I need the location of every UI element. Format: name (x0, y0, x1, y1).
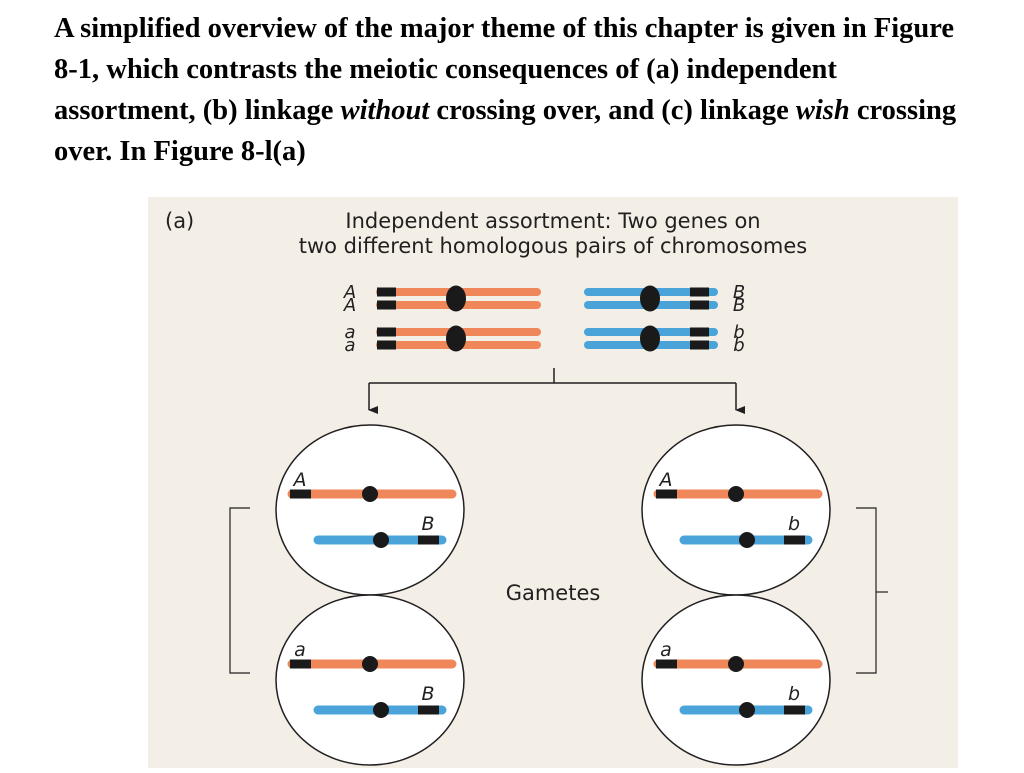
gamete-allele-bottom: b (788, 513, 800, 535)
centromere (728, 656, 744, 672)
gamete-allele-bottom: b (788, 683, 800, 705)
centromere (640, 285, 660, 312)
gametes-label: Gametes (506, 581, 601, 605)
centromere (739, 532, 755, 548)
allele-marker (690, 340, 709, 350)
allele-marker (377, 300, 396, 310)
allele-marker (784, 535, 805, 545)
centromere (373, 702, 389, 718)
intro-emphasis-wish: wish (795, 95, 850, 126)
allele-marker (656, 489, 677, 499)
panel-label: (a) (165, 209, 194, 233)
allele-marker (290, 659, 311, 669)
intro-emphasis-without: without (340, 95, 430, 126)
figure-title-line-2: two different homologous pairs of chromo… (299, 234, 808, 258)
figure-diagram: (a) Independent assortment: Two genes on… (165, 209, 888, 766)
allele-marker (377, 287, 396, 297)
cell-membrane (641, 424, 831, 596)
centromere (446, 325, 466, 352)
cell-membrane (275, 594, 465, 766)
gamete-cell-3: aB (275, 594, 465, 766)
gamete-cell-2: Ab (641, 424, 831, 596)
gamete-allele-top: a (294, 639, 306, 661)
gamete-allele-bottom: B (421, 513, 434, 535)
allele-label-left: a (344, 335, 355, 356)
bracket-left (229, 507, 250, 674)
figure-title-line-1: Independent assortment: Two genes on (345, 209, 760, 233)
centromere (373, 532, 389, 548)
allele-label-left: A (343, 295, 356, 316)
centromere (362, 486, 378, 502)
gamete-allele-top: A (658, 469, 673, 491)
allele-marker (377, 327, 396, 337)
intro-text-2: crossing over, and (c) linkage (429, 95, 796, 126)
intro-text-3: crossing over. In Figure 8-l(a) (54, 95, 957, 167)
intro-text-1: A simplified overview of the major theme… (54, 13, 955, 126)
gamete-allele-bottom: B (421, 683, 434, 705)
cell-membrane (275, 424, 465, 596)
allele-marker (690, 300, 709, 310)
allele-marker (377, 340, 396, 350)
allele-marker (418, 705, 439, 715)
gamete-allele-top: A (292, 469, 307, 491)
allele-label-left: a (344, 322, 355, 343)
gamete-cell-1: AB (275, 424, 465, 596)
allele-marker (784, 705, 805, 715)
centromere (362, 656, 378, 672)
centromere (640, 325, 660, 352)
allele-label-right: b (733, 322, 744, 343)
gamete-allele-top: a (660, 639, 672, 661)
centromere (728, 486, 744, 502)
figure-panel: (a) Independent assortment: Two genes on… (148, 197, 958, 768)
allele-marker (290, 489, 311, 499)
bracket-right (856, 507, 877, 674)
cell-membrane (641, 594, 831, 766)
gamete-cell-4: ab (641, 594, 831, 766)
division-arrows (368, 368, 745, 414)
allele-label-right: b (733, 335, 744, 356)
allele-marker (690, 287, 709, 297)
centromere (446, 285, 466, 312)
intro-paragraph: A simplified overview of the major theme… (54, 8, 984, 172)
centromere (739, 702, 755, 718)
allele-marker (690, 327, 709, 337)
allele-label-right: B (733, 282, 745, 303)
gamete-brackets (229, 507, 888, 674)
allele-label-right: B (733, 295, 745, 316)
allele-marker (418, 535, 439, 545)
allele-marker (656, 659, 677, 669)
allele-label-left: A (343, 282, 356, 303)
